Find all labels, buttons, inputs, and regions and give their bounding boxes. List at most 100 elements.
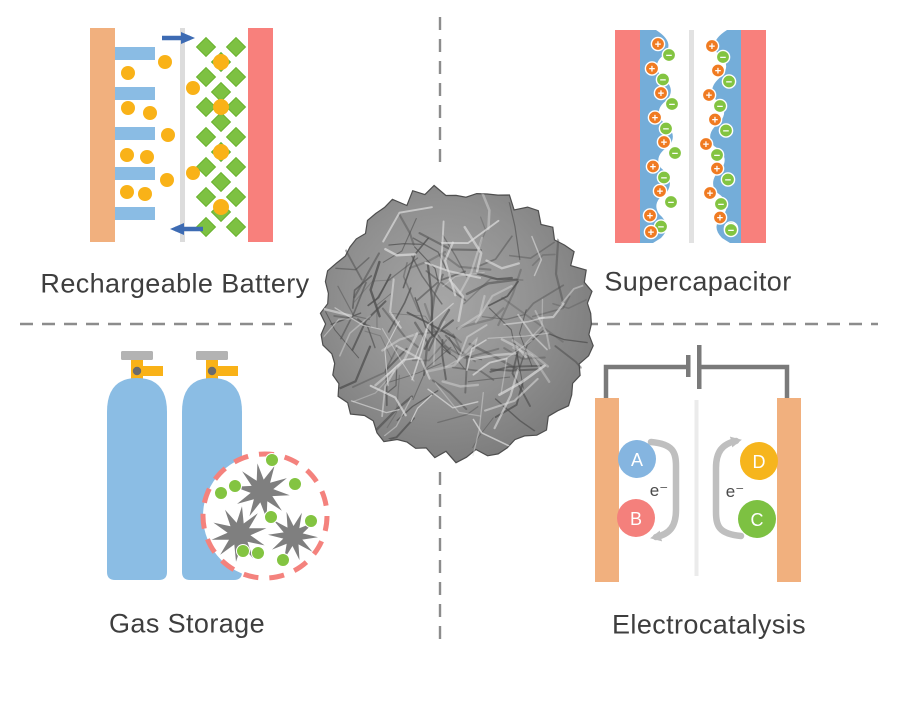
gas-molecule-icon — [228, 479, 242, 493]
crease-line — [524, 284, 565, 314]
crease-line — [389, 312, 441, 339]
crease-line — [511, 339, 550, 368]
nanoparticle-star-icon — [234, 463, 290, 519]
cation-icon — [643, 224, 659, 240]
ion-symbol: + — [657, 186, 663, 198]
ion-symbol: − — [723, 125, 729, 137]
lattice-diamond-icon — [195, 156, 217, 178]
crease-line — [476, 272, 513, 281]
crease-line — [411, 328, 428, 381]
crease-line — [500, 338, 528, 359]
cation-icon — [707, 112, 723, 127]
electron-label-left: e⁻ — [650, 481, 668, 500]
ion-symbol: + — [661, 137, 667, 149]
ion-symbol: − — [669, 99, 675, 111]
crease-line — [483, 377, 539, 412]
power-source-long-bar — [697, 345, 702, 389]
adsorbed-gas-molecules — [214, 453, 318, 567]
circuit-wire-right — [701, 364, 790, 398]
gas-molecule-icon — [214, 486, 228, 500]
ion-symbol: + — [647, 210, 653, 222]
crease-line — [457, 294, 486, 330]
ion-symbol: + — [655, 39, 661, 51]
crease-line — [339, 315, 372, 357]
crease-line — [487, 332, 550, 339]
cation-icon — [653, 85, 669, 101]
intercalated-ion-icon — [213, 99, 229, 115]
cation-icon — [644, 61, 660, 76]
caption-rechargeable-battery: Rechargeable Battery — [40, 268, 310, 299]
ion-symbol: + — [649, 63, 655, 75]
crease-line — [493, 369, 519, 430]
ion-symbol: − — [666, 50, 672, 62]
ion-symbol: − — [728, 225, 734, 237]
species-a-circle — [618, 440, 656, 478]
lattice-diamond-icon — [225, 186, 247, 208]
lattice-diamond-icon — [195, 66, 217, 88]
lattice-diamond-icon — [225, 96, 247, 118]
anode-layer-bar — [115, 127, 155, 140]
ion-symbol: + — [714, 163, 720, 175]
crease-line — [531, 235, 543, 277]
crease-line — [334, 307, 381, 330]
crease-line — [561, 283, 588, 304]
cylinder-cap-icon — [196, 351, 228, 360]
electrolyte-ion-icon — [120, 148, 134, 162]
gas-molecule-icon — [251, 546, 265, 560]
nanoparticle-stars — [211, 463, 318, 562]
crease-line — [381, 328, 415, 382]
intercalated-ion-icon — [213, 54, 229, 70]
crease-line — [466, 339, 487, 371]
crease-line — [374, 332, 419, 387]
anion-icon — [715, 49, 731, 65]
nanosphere-texture — [323, 191, 589, 457]
intercalated-ion-icon — [213, 144, 229, 160]
crease-line — [552, 291, 589, 310]
crease-line — [465, 278, 518, 296]
cation-icon — [698, 136, 714, 152]
crease-line — [387, 287, 412, 333]
ion-symbol: − — [661, 172, 667, 184]
cylinder-valve-knob — [132, 366, 142, 376]
species-a-label: A — [631, 450, 643, 470]
crease-line — [427, 388, 479, 409]
crease-line — [554, 238, 564, 303]
gas-molecule-icon — [265, 453, 279, 467]
crease-line — [434, 382, 481, 417]
gas-molecule-icon — [276, 553, 290, 567]
crease-line — [517, 313, 548, 351]
supercapacitor-diagram: +−+−+−+−+−+−+−+−++−+−+−+−+−+−+−+−− — [615, 30, 766, 243]
lattice-diamond-icon — [195, 216, 217, 238]
crease-line — [382, 206, 433, 243]
crease-line — [323, 318, 354, 342]
electrolyte-ion-icon — [120, 185, 134, 199]
ion-symbol: + — [712, 114, 718, 126]
ion-symbol: + — [658, 88, 664, 100]
anion-icon — [723, 222, 739, 238]
crease-line — [386, 374, 400, 429]
species-c-circle — [738, 500, 776, 538]
crease-line — [381, 370, 396, 418]
species-d-label: D — [753, 452, 766, 472]
ion-symbol: + — [703, 139, 709, 151]
crease-line — [431, 379, 468, 411]
crease-line — [509, 241, 555, 259]
lattice-diamond-icon — [210, 111, 232, 133]
crease-line — [443, 241, 457, 297]
anion-icon — [712, 98, 728, 114]
anion-icon — [661, 47, 677, 63]
crease-line — [468, 342, 520, 372]
crease-line — [531, 295, 571, 318]
oxidation-arrow-icon — [712, 436, 745, 540]
crease-line — [547, 332, 589, 345]
crease-line — [412, 346, 452, 401]
crease-line — [427, 308, 451, 352]
crease-line — [497, 268, 522, 327]
crease-line — [479, 191, 491, 230]
battery-diagram — [90, 28, 273, 242]
battery-anode-current-collector — [90, 28, 115, 242]
crease-line — [384, 365, 398, 396]
crease-line — [554, 345, 589, 391]
crease-line — [485, 259, 520, 270]
